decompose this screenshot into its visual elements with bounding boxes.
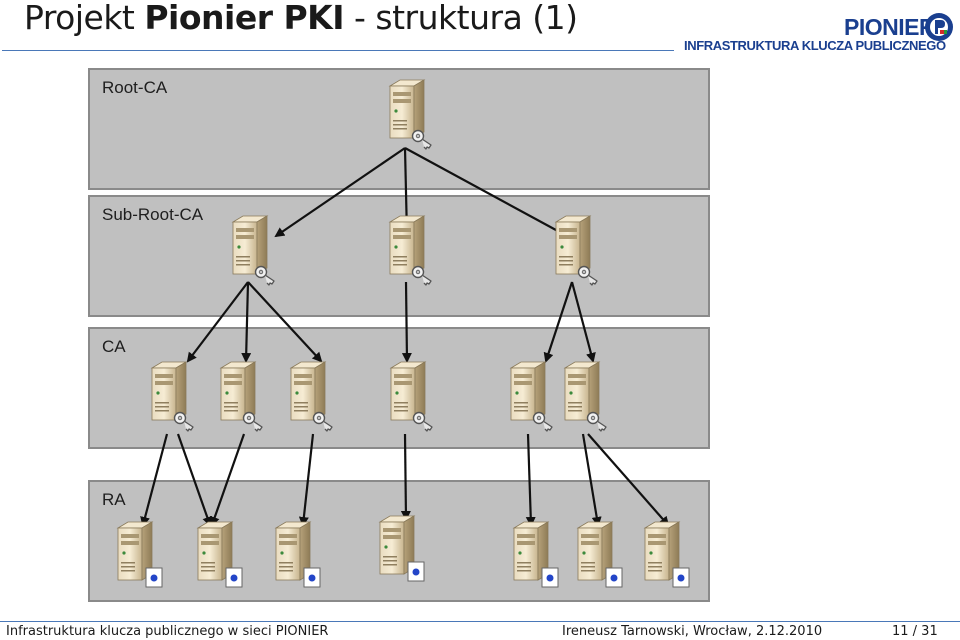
arrow-ca6-to-ra7	[587, 433, 670, 527]
ca-server-icon	[151, 361, 194, 432]
arrow-sub1-to-ca3	[247, 281, 323, 363]
title-prefix: Projekt	[24, 0, 145, 37]
arrow-ca6-to-ra6	[581, 433, 602, 527]
connection-arrows	[140, 147, 670, 527]
sub-root-ca-server-icon	[389, 215, 432, 286]
pionier-seal-icon	[925, 13, 953, 41]
title-suffix: - struktura (1)	[344, 0, 578, 37]
arrow-ca2-to-ra2	[209, 433, 246, 527]
arrow-sub2-to-ca4	[401, 281, 412, 363]
footer-page-number: 11 / 31	[892, 624, 938, 639]
ca-server-icon	[290, 361, 333, 432]
footer-course: Infrastruktura klucza publicznego w siec…	[6, 624, 329, 639]
logo-name: PIONIER	[844, 14, 936, 40]
tier-label-root-ca: Root-CA	[102, 78, 168, 97]
pionier-logo: PIONIER INFRASTRUKTURA KLUCZA PUBLICZNEG…	[680, 10, 956, 56]
arrow-sub1-to-ca2	[241, 281, 252, 363]
arrow-ca3-to-ra3	[298, 433, 315, 527]
tier-label-ca: CA	[102, 337, 126, 356]
sub-root-ca-server-icon	[232, 215, 275, 286]
ra-server-icon	[513, 521, 559, 588]
ra-server-icon	[577, 521, 623, 588]
ra-server-icon	[379, 515, 425, 582]
arrow-ca1-to-ra1	[140, 433, 169, 527]
ca-server-icon	[510, 361, 553, 432]
footer-divider	[0, 621, 960, 622]
arrow-ca4-to-ra4	[400, 433, 411, 521]
ra-server-icon	[275, 521, 321, 588]
arrow-sub3-to-ca6	[570, 281, 596, 363]
arrow-ca1-to-ra2	[176, 433, 213, 527]
ca-server-icon	[564, 361, 607, 432]
tier-label-sub-root-ca: Sub-Root-CA	[102, 205, 204, 224]
ra-server-icon	[117, 521, 163, 588]
title-divider	[2, 50, 674, 51]
title-bold: Pionier PKI	[144, 0, 345, 37]
ra-server-icon	[644, 521, 690, 588]
slide-title: Projekt Pionier PKI - struktura (1)	[24, 0, 578, 37]
ca-server-icon	[390, 361, 433, 432]
tier-label-ra: RA	[102, 490, 126, 509]
footer-author-date: Ireneusz Tarnowski, Wrocław, 2.12.2010	[562, 624, 823, 639]
arrow-ca5-to-ra5	[525, 433, 536, 527]
arrow-sub1-to-ca1	[186, 281, 249, 363]
root-ca-server-icon	[389, 79, 432, 150]
arrow-root-to-sub3	[404, 147, 569, 237]
ra-server-icon	[197, 521, 243, 588]
arrow-sub3-to-ca5	[543, 281, 574, 363]
arrow-root-to-sub1	[274, 147, 406, 238]
ca-server-icon	[220, 361, 263, 432]
logo-tagline: INFRASTRUKTURA KLUCZA PUBLICZNEGO	[684, 38, 946, 53]
sub-root-ca-server-icon	[555, 215, 598, 286]
